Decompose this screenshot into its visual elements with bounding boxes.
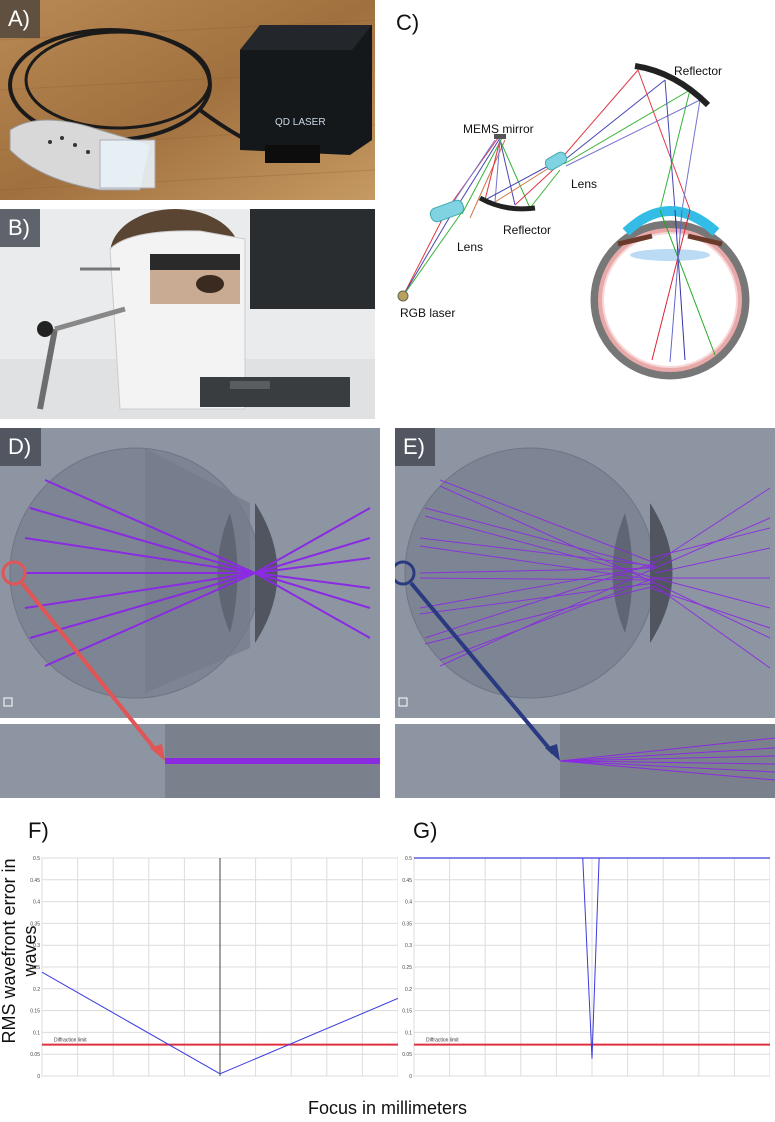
y-tick-label: 0: [37, 1074, 40, 1080]
y-tick-label: 0.5: [33, 856, 40, 862]
panel-label-b: B): [0, 209, 40, 247]
lens-left-shape: [429, 199, 465, 223]
rgb-laser-shape: [397, 290, 409, 302]
eye-shape: [590, 206, 750, 380]
panel-label-e: E): [395, 428, 435, 466]
x-axis-title: Focus in millimeters: [307, 1098, 468, 1118]
spread-lines-e: [559, 737, 775, 781]
lens-right-shape: [544, 151, 568, 171]
y-tick-label: 0.25: [30, 965, 40, 971]
zoom-circle-e: [395, 560, 416, 586]
y-tick-label: 0.15: [30, 1009, 40, 1015]
y-tick-label: 0: [409, 1074, 412, 1080]
ray-lines-e: [419, 479, 771, 669]
chart-f: 00.050.10.150.20.250.30.350.40.450.5-5-4…: [30, 856, 398, 1080]
optics-diagram: [397, 63, 750, 380]
series-line: [582, 857, 600, 1059]
y-tick-label: 0.2: [33, 987, 40, 993]
diffraction-limit-label: Diffraction limit: [426, 1038, 459, 1044]
series-line: [41, 971, 398, 1075]
label-mems-mirror: MEMS mirror: [463, 122, 534, 136]
label-lens-left: Lens: [457, 240, 484, 254]
y-tick-label: 0.4: [405, 900, 412, 906]
photo-a: QD LASER A): [0, 0, 375, 200]
y-tick-label: 0.4: [33, 900, 40, 906]
y-tick-label: 0.05: [30, 1052, 40, 1058]
reflector-top-shape: [634, 63, 711, 108]
label-reflector-mid: Reflector: [503, 223, 552, 237]
panel-label-f: F): [28, 818, 49, 843]
photo-b: B): [0, 209, 375, 419]
y-tick-label: 0.35: [402, 921, 412, 927]
raytrace-d-viewer: [0, 428, 380, 798]
device-photo: QD LASER: [0, 0, 375, 200]
diagram-c: C) Reflector MEMS mirror Lens Reflector …: [390, 0, 775, 420]
arrow-d: [20, 581, 160, 755]
y-tick-label: 0.3: [405, 943, 412, 949]
mems-mirror-shape: [494, 134, 506, 139]
panel-label-g: G): [413, 818, 438, 843]
raytrace-e: E): [395, 428, 775, 798]
y-tick-label: 0.1: [33, 1030, 40, 1036]
label-reflector-top: Reflector: [674, 64, 723, 78]
device-logo: QD LASER: [275, 117, 326, 128]
y-tick-label: 0.5: [405, 856, 412, 862]
y-tick-label: 0.35: [30, 921, 40, 927]
zoom-circle-d: [1, 560, 27, 586]
y-axis-title: RMS wavefront error in waves: [0, 858, 40, 1044]
y-tick-label: 0.3: [33, 943, 40, 949]
ray-lines-d: [24, 479, 371, 667]
y-tick-label: 0.2: [405, 987, 412, 993]
arrow-e: [409, 581, 555, 755]
label-lens-right: Lens: [571, 177, 598, 191]
panel-label-a: A): [0, 0, 40, 38]
y-tick-label: 0.45: [30, 878, 40, 884]
y-tick-label: 0.1: [405, 1030, 412, 1036]
panel-label-c: C): [396, 10, 420, 35]
y-tick-label: 0.05: [402, 1052, 412, 1058]
y-tick-label: 0.45: [402, 878, 412, 884]
raytrace-d: D): [0, 428, 380, 798]
reflector-mid-shape: [478, 195, 536, 212]
exam-photo: [0, 209, 375, 419]
label-rgb-laser: RGB laser: [400, 306, 456, 320]
chart-g: 00.050.10.150.20.250.30.350.40.450.5-5-4…: [402, 856, 770, 1080]
raytrace-e-viewer: [395, 428, 775, 798]
y-tick-label: 0.15: [402, 1009, 412, 1015]
diffraction-limit-label: Diffraction limit: [54, 1038, 87, 1044]
panel-label-d: D): [0, 428, 42, 466]
y-tick-label: 0.25: [402, 965, 412, 971]
